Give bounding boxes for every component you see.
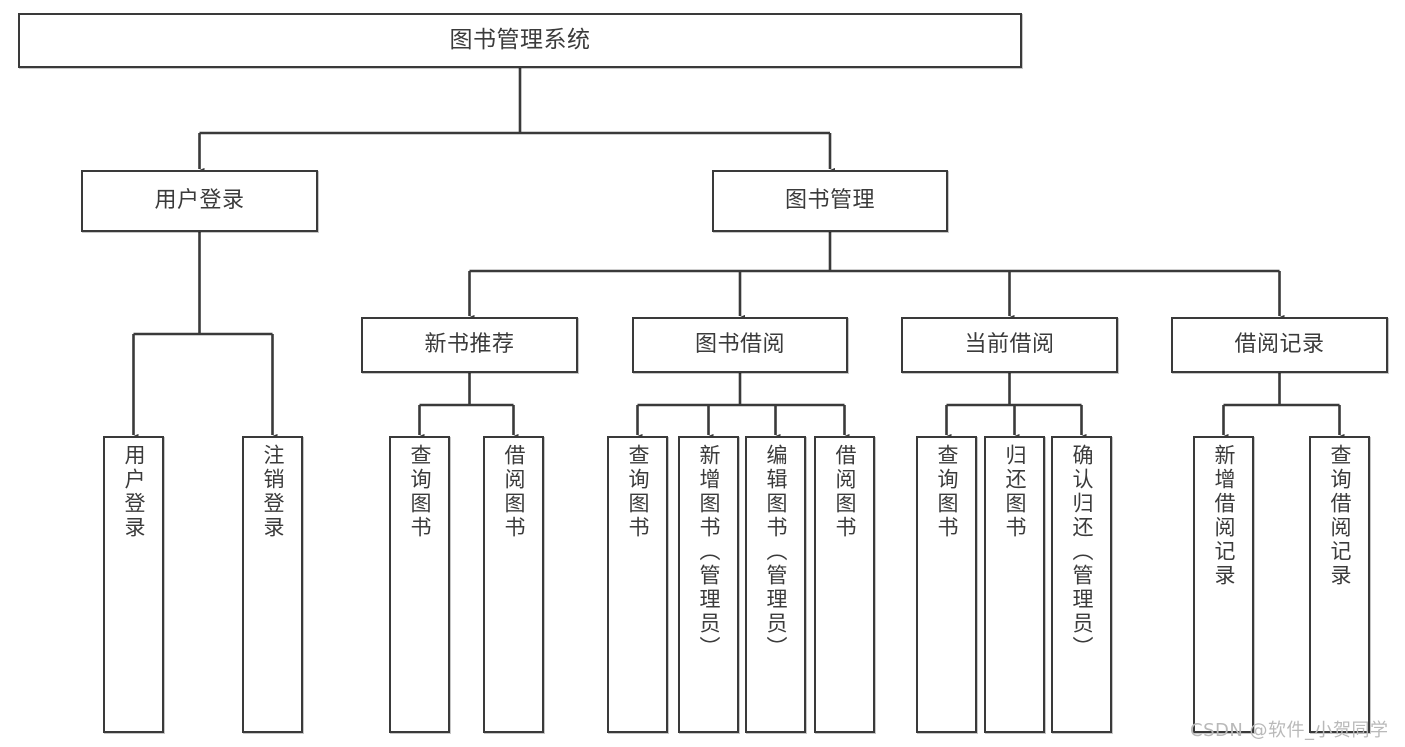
node-user-login[interactable]: 用户登录 bbox=[81, 170, 318, 232]
node-borrow-record[interactable]: 借阅记录 bbox=[1171, 317, 1388, 373]
node-leaf-query-record[interactable]: 查询借阅记录 bbox=[1309, 436, 1370, 733]
node-leaf-borrow-book-1-label: 借阅图书 bbox=[502, 444, 526, 540]
node-book-borrow-label: 图书借阅 bbox=[694, 332, 785, 358]
node-leaf-edit-book-label: 编辑图书（管理员） bbox=[764, 444, 788, 660]
node-leaf-logout-label: 注销登录 bbox=[261, 444, 285, 540]
node-book-borrow[interactable]: 图书借阅 bbox=[632, 317, 848, 373]
node-borrow-record-label: 借阅记录 bbox=[1234, 332, 1325, 358]
node-current-borrow[interactable]: 当前借阅 bbox=[901, 317, 1118, 373]
node-leaf-borrow-book-2[interactable]: 借阅图书 bbox=[814, 436, 875, 733]
csdn-watermark: CSDN @软件_小贺同学 bbox=[1190, 720, 1389, 741]
node-root-label: 图书管理系统 bbox=[449, 26, 591, 53]
node-leaf-add-record-label: 新增借阅记录 bbox=[1212, 444, 1236, 588]
node-leaf-query-book-3-label: 查询图书 bbox=[935, 444, 959, 540]
node-leaf-add-record[interactable]: 新增借阅记录 bbox=[1193, 436, 1254, 733]
node-user-login-label: 用户登录 bbox=[154, 188, 245, 214]
node-leaf-query-record-label: 查询借阅记录 bbox=[1328, 444, 1352, 588]
node-leaf-confirm-return-label: 确认归还（管理员） bbox=[1070, 444, 1094, 660]
node-new-book-recommend-label: 新书推荐 bbox=[424, 332, 515, 358]
node-leaf-borrow-book-1[interactable]: 借阅图书 bbox=[483, 436, 544, 733]
node-new-book-recommend[interactable]: 新书推荐 bbox=[361, 317, 578, 373]
node-current-borrow-label: 当前借阅 bbox=[964, 332, 1055, 358]
node-leaf-user-login-label: 用户登录 bbox=[122, 444, 146, 540]
node-leaf-return-book-label: 归还图书 bbox=[1003, 444, 1027, 540]
node-leaf-edit-book[interactable]: 编辑图书（管理员） bbox=[745, 436, 806, 733]
node-leaf-query-book-1-label: 查询图书 bbox=[408, 444, 432, 540]
node-leaf-return-book[interactable]: 归还图书 bbox=[984, 436, 1045, 733]
node-leaf-query-book-2-label: 查询图书 bbox=[626, 444, 650, 540]
node-leaf-add-book-label: 新增图书（管理员） bbox=[697, 444, 721, 660]
node-book-manage[interactable]: 图书管理 bbox=[712, 170, 948, 232]
node-leaf-user-login[interactable]: 用户登录 bbox=[103, 436, 164, 733]
node-leaf-logout[interactable]: 注销登录 bbox=[242, 436, 303, 733]
node-leaf-confirm-return[interactable]: 确认归还（管理员） bbox=[1051, 436, 1112, 733]
node-book-manage-label: 图书管理 bbox=[784, 188, 875, 214]
node-leaf-borrow-book-2-label: 借阅图书 bbox=[833, 444, 857, 540]
node-root[interactable]: 图书管理系统 bbox=[18, 13, 1022, 68]
node-leaf-add-book[interactable]: 新增图书（管理员） bbox=[678, 436, 739, 733]
node-leaf-query-book-2[interactable]: 查询图书 bbox=[607, 436, 668, 733]
node-leaf-query-book-3[interactable]: 查询图书 bbox=[916, 436, 977, 733]
node-leaf-query-book-1[interactable]: 查询图书 bbox=[389, 436, 450, 733]
